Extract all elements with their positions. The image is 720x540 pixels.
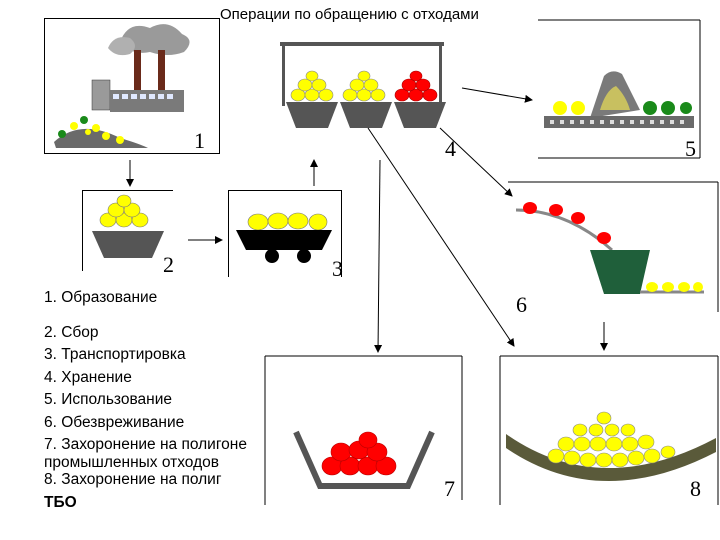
panel-8-frame [499,355,719,505]
msw-landfill-icon [506,411,716,482]
storage-rack-icon [280,42,446,128]
flow-arrows [126,87,608,353]
legend: 1. Образование 2. Сбор 3. Транспортировк… [44,287,247,514]
arrow-4-to-5 [461,87,533,103]
panel-number-4: 4 [445,136,456,161]
legend-item-4: 4. Хранение [44,368,132,386]
panel-number-3: 3 [332,256,343,281]
panel-6-frame [508,181,719,312]
panel-5-frame [538,19,701,159]
panel-7-frame [264,355,463,505]
recycling-conveyor-icon [544,71,694,128]
legend-item-8-cont: ТБО [44,493,77,511]
diagram-title: Операции по обращению с отходами [220,6,479,23]
panel-number-1: 1 [194,128,205,153]
legend-item-3: 3. Транспортировка [44,346,186,363]
industrial-landfill-icon [293,430,435,489]
collection-bin-icon [92,194,164,258]
legend-item-6: 6. Обезвреживание [44,413,185,431]
transport-cart-icon [236,212,332,263]
legend-item-7-cont: промышленных отходов [44,453,219,471]
arrow-4-to-8 [367,127,515,347]
panel-number-8: 8 [690,476,701,501]
panel-number-6: 6 [516,292,527,317]
legend-item-7: 7. Захоронение на полигоне [44,436,247,453]
arrow-4-to-7 [374,159,383,353]
panel-number-7: 7 [444,476,455,501]
neutralization-slide-icon [515,202,704,294]
panel-number-2: 2 [163,252,174,277]
panel-number-5: 5 [685,136,696,161]
legend-item-8: 8. Захоронение на полиг [44,471,222,488]
factory-icon [54,24,190,148]
arrow-4-to-6 [439,127,513,197]
legend-item-1: 1. Образование [44,289,158,306]
legend-item-2: 2. Сбор [44,323,99,341]
legend-item-5: 5. Использование [44,391,172,408]
